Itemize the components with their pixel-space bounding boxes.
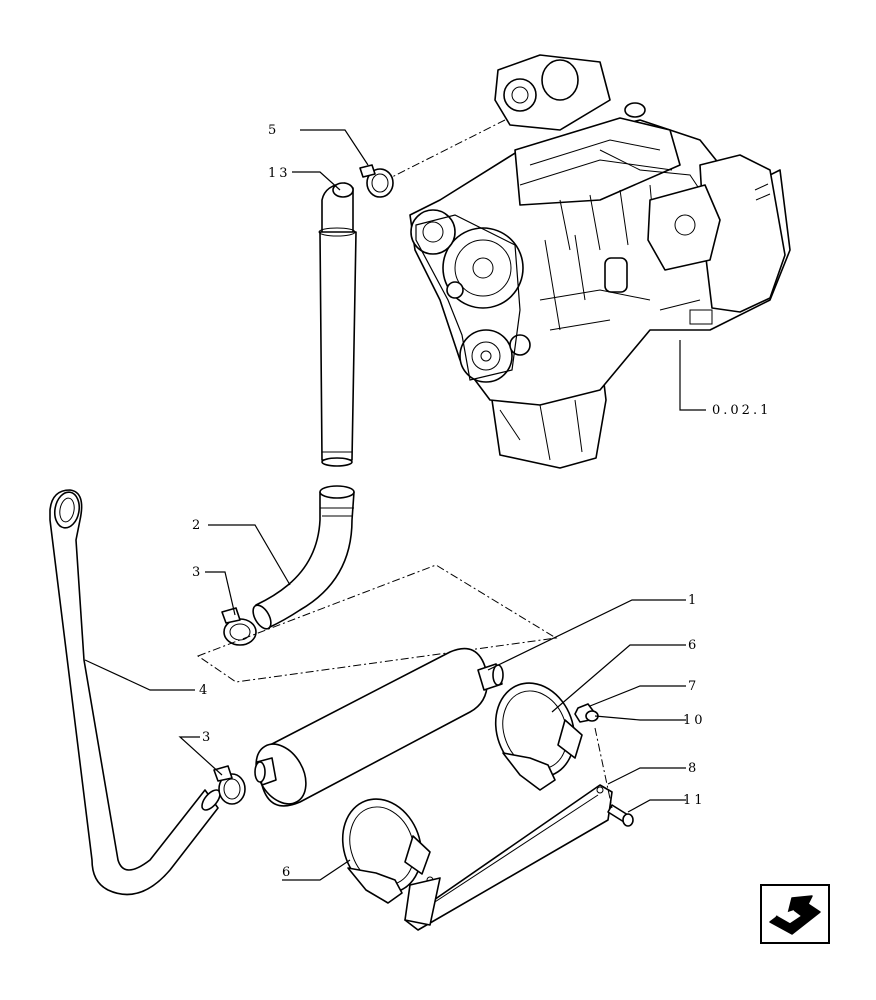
callout-5: 5: [268, 123, 279, 138]
callout-3-upper: 3: [192, 565, 203, 580]
callout-13: 13: [268, 166, 291, 181]
callout-8: 8: [688, 761, 699, 776]
clamp-5: [359, 164, 394, 198]
engine-illustration: [409, 54, 791, 469]
return-button[interactable]: [760, 884, 830, 944]
pipe-2: [252, 485, 355, 630]
pipe-13: [318, 182, 357, 467]
band-clamp-6-right: [494, 682, 583, 791]
callout-11: 11: [683, 793, 706, 808]
callout-3-lower: 3: [202, 730, 213, 745]
bolt-axis-line: [594, 727, 613, 809]
assembly-envelope-line: [196, 564, 558, 683]
callout-6-right: 6: [688, 638, 699, 653]
callout-7: 7: [688, 679, 699, 694]
bracket-8: [404, 784, 613, 931]
callout-4: 4: [199, 683, 210, 698]
turbo-link-line: [389, 119, 506, 179]
bolt-11: [607, 804, 634, 827]
callout-2: 2: [192, 518, 203, 533]
callout-6-left: 6: [282, 865, 293, 880]
callout-10: 10: [683, 713, 706, 728]
callout-labels: 5 13 2 3 4 3 1 6 7 10 8 11 6 0.02.1: [192, 123, 771, 880]
band-clamp-6-left: [341, 798, 431, 904]
callout-1: 1: [688, 593, 699, 608]
arrow-return-icon: [769, 895, 821, 935]
leader-lines: [84, 129, 706, 881]
pipe-4: [49, 489, 221, 896]
clamp-3-upper: [221, 607, 257, 646]
clamp-3-lower: [213, 765, 246, 805]
callout-ref-engine: 0.02.1: [712, 403, 771, 418]
muffler-1: [254, 647, 504, 807]
